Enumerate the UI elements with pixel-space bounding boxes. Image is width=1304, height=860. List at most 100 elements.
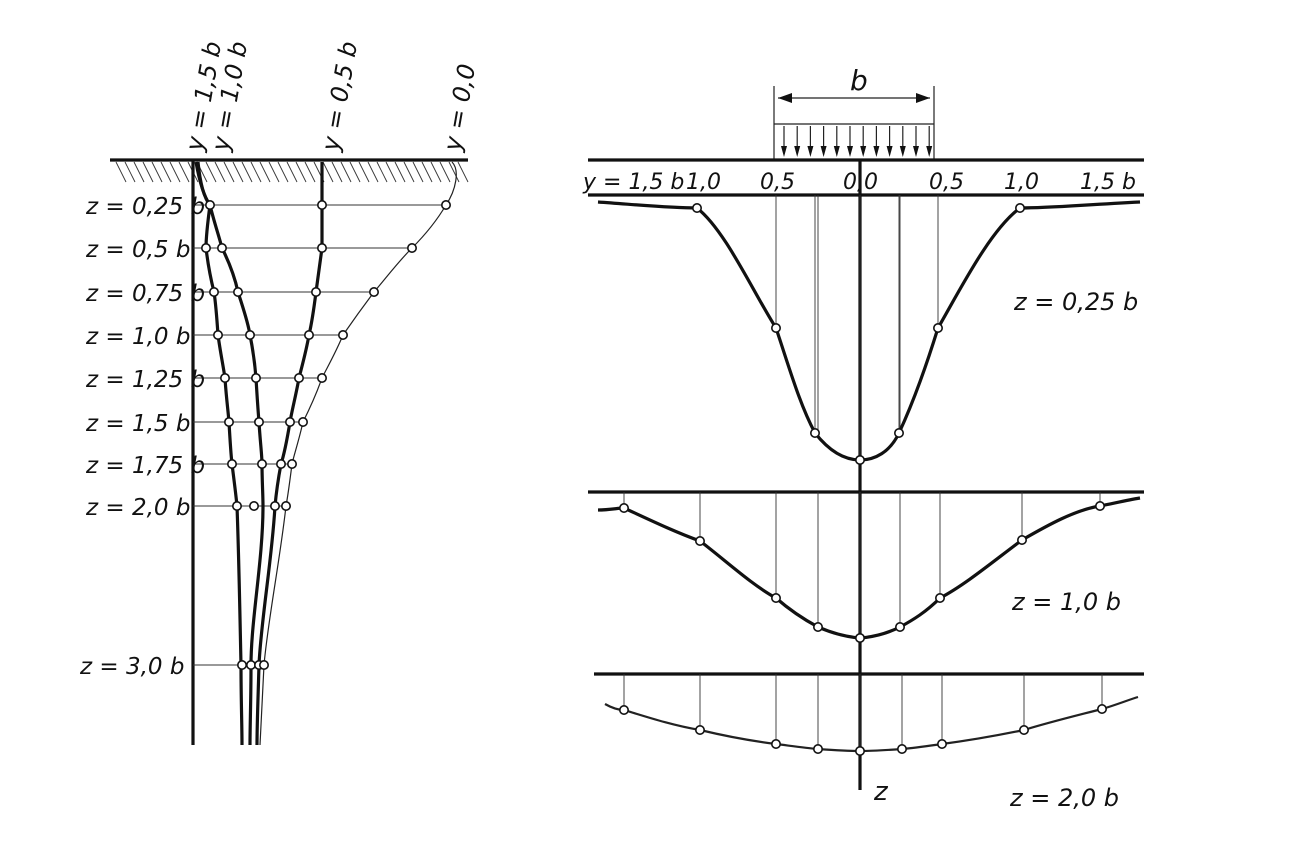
profile-label-z-1-0b: z = 1,0 b [1011,588,1121,616]
measurement-point [251,372,262,383]
load-arrow-head [807,146,814,157]
profile-point [934,592,945,603]
load-arrow-head [833,146,840,157]
profile-point [896,743,907,754]
measurement-point [316,372,327,383]
hatch-stroke [250,161,262,183]
load-arrow-head [926,146,933,157]
measurement-point [249,500,260,511]
profile-point [936,738,947,749]
measurement-point [286,458,297,469]
profile-point [809,427,820,438]
distributed-load-arrows [781,126,933,157]
profile-point [854,632,865,643]
hatch-stroke [340,161,352,183]
measurement-point [293,372,304,383]
measurement-point [220,372,231,383]
hatch-stroke [259,161,271,183]
hatch-stroke [151,161,163,183]
profile-1-curve [597,200,1141,462]
width-label-b: b [850,64,868,97]
hatch-stroke [367,161,379,183]
measurement-point [254,416,265,427]
measurement-point [246,659,257,670]
hatch-stroke [376,161,388,183]
profile-3-points [618,703,1108,756]
hatch-stroke [421,161,433,183]
depth-label-z-1-0b: z = 1,0 b [85,324,190,350]
z-axis-label: z [873,777,889,807]
profile-1-ordinates [775,195,939,460]
measurement-point [217,243,228,254]
measurement-point [310,286,321,297]
hatch-stroke [448,161,460,183]
measurement-point [245,329,256,340]
load-arrow-head [873,146,880,157]
load-arrow-head [886,146,893,157]
hatch-stroke [205,161,217,183]
profile-point [854,745,865,756]
profile-point [893,427,904,438]
measurement-point [224,416,235,427]
depth-label-z-0-5b: z = 0,5 b [85,237,190,263]
hatch-stroke [268,161,280,183]
profile-3-curve [604,695,1139,753]
hatch-stroke [403,161,415,183]
measurement-point [368,286,379,297]
hatch-stroke [124,161,136,183]
profile-label-z-2-0b: z = 2,0 b [1009,784,1119,812]
hatch-stroke [169,161,181,183]
left-panel: y = 1,5 b y = 1,0 b y = 0,5 b y = 0,0 z … [79,39,481,746]
profile-point [770,592,781,603]
ground-hatching [115,161,469,183]
axis-label-1-0-right: 1,0 [1004,170,1039,195]
axis-label-1-5b-right: 1,5 b [1080,170,1136,195]
measurement-point [232,500,243,511]
profile-point [1097,703,1108,714]
profile-point [1016,534,1027,545]
measurement-point [275,458,286,469]
hatch-stroke [412,161,424,183]
load-arrow-head [794,146,801,157]
hatch-stroke [385,161,397,183]
axis-label-0-5-right: 0,5 [929,170,964,195]
measurement-point [233,286,244,297]
measurement-point [280,500,291,511]
load-arrow-head [781,146,787,157]
measurement-point [213,329,224,340]
profile-point [770,322,781,333]
load-arrow-head [847,146,853,157]
hatch-stroke [358,161,370,183]
depth-label-z-1-75b: z = 1,75 b [85,453,205,479]
depth-label-z-3-0b: z = 3,0 b [79,654,184,680]
hatch-stroke [439,161,451,183]
hatch-stroke [295,161,307,183]
profile-point [812,743,823,754]
profile-point [932,322,943,333]
hatch-stroke [142,161,154,183]
hatch-stroke [223,161,235,183]
load-arrow-head [860,146,867,157]
profile-2-ordinates [623,492,1101,638]
measurement-point [284,416,295,427]
measurement-point [237,659,248,670]
load-arrow-head [913,146,919,157]
hatch-stroke [349,161,361,183]
width-arrow-right [916,93,930,103]
hatch-stroke [214,161,226,183]
curve-y-0-5b [255,162,324,746]
curve-y-0-0 [259,161,457,746]
depth-label-z-0-75b: z = 0,75 b [85,281,205,307]
profile-label-z-0-25b: z = 0,25 b [1013,288,1138,316]
hatch-stroke [160,161,172,183]
depth-label-z-1-5b: z = 1,5 b [85,411,190,437]
hatch-stroke [394,161,406,183]
measurement-point [201,243,212,254]
measurement-point [258,659,269,670]
hatch-stroke [430,161,442,183]
width-arrow-left [778,93,792,103]
profile-point [812,621,823,632]
measurement-points [201,200,451,670]
measurement-point [209,286,220,297]
